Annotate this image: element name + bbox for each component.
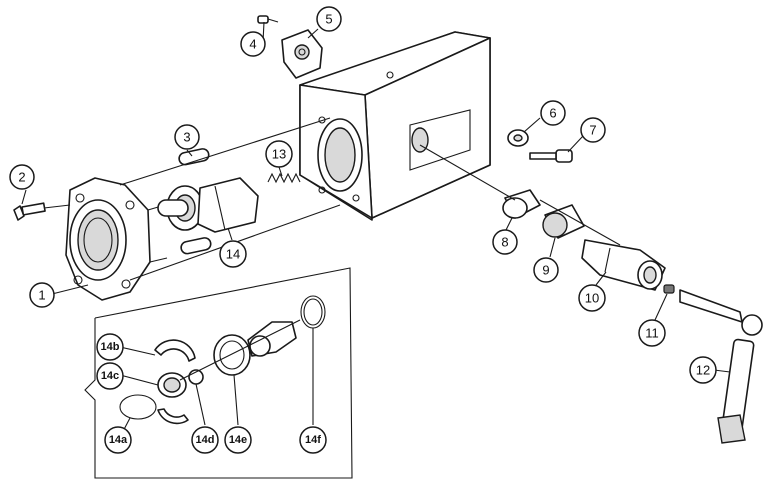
callout-1: 1 — [29, 282, 55, 308]
callout-6: 6 — [540, 100, 566, 126]
svg-text:6: 6 — [549, 106, 556, 121]
part-12-handle — [679, 289, 763, 444]
svg-text:14d: 14d — [196, 434, 215, 446]
svg-text:1: 1 — [38, 288, 45, 303]
callout-2: 2 — [9, 164, 35, 190]
callout-9: 9 — [533, 257, 559, 283]
part-14-assembly — [157, 177, 259, 233]
part-7-screw — [529, 149, 573, 163]
svg-text:4: 4 — [249, 37, 256, 52]
callout-14f: 14f — [299, 426, 327, 454]
part-13-spring — [267, 172, 301, 184]
svg-text:14a: 14a — [109, 434, 128, 446]
callout-14d: 14d — [191, 426, 219, 454]
part-11-setscrew — [663, 284, 675, 294]
callout-14: 14 — [219, 240, 247, 268]
callout-13: 13 — [265, 140, 293, 168]
callout-8: 8 — [492, 229, 518, 255]
part-8-bushing — [502, 189, 541, 219]
part-1-flange — [65, 177, 168, 301]
inset-subassembly-panel — [84, 267, 353, 479]
leader-lines — [21, 21, 731, 438]
svg-text:14f: 14f — [305, 434, 321, 446]
callout-14b: 14b — [96, 333, 124, 361]
part-4-screw — [257, 15, 279, 24]
svg-text:14b: 14b — [101, 341, 120, 353]
svg-text:8: 8 — [501, 235, 508, 250]
svg-text:3: 3 — [183, 130, 190, 145]
callout-14e: 14e — [224, 426, 252, 454]
part-6-washer — [507, 129, 529, 147]
svg-text:2: 2 — [18, 170, 25, 185]
callout-7: 7 — [580, 117, 606, 143]
svg-text:14c: 14c — [101, 370, 119, 382]
svg-text:12: 12 — [696, 363, 710, 378]
svg-text:14e: 14e — [229, 434, 247, 446]
part-2-screw — [13, 202, 71, 221]
callout-14c: 14c — [96, 362, 124, 390]
callout-14a: 14a — [104, 426, 132, 454]
svg-text:5: 5 — [325, 12, 332, 27]
callout-5: 5 — [316, 6, 342, 32]
svg-text:10: 10 — [585, 291, 599, 306]
callout-11: 11 — [638, 319, 666, 347]
part-3-pins — [178, 148, 212, 255]
callout-12: 12 — [689, 356, 717, 384]
part-10-shaft — [581, 239, 666, 291]
part-9-sleeve — [542, 204, 585, 239]
svg-text:11: 11 — [645, 326, 659, 341]
callout-10: 10 — [578, 284, 606, 312]
part-5-clamp — [281, 29, 323, 79]
housing-block — [299, 31, 491, 221]
callout-3: 3 — [174, 124, 200, 150]
svg-text:13: 13 — [272, 147, 286, 162]
callout-4: 4 — [240, 31, 266, 57]
svg-text:14: 14 — [226, 247, 240, 262]
svg-text:9: 9 — [542, 263, 549, 278]
svg-text:7: 7 — [589, 123, 596, 138]
